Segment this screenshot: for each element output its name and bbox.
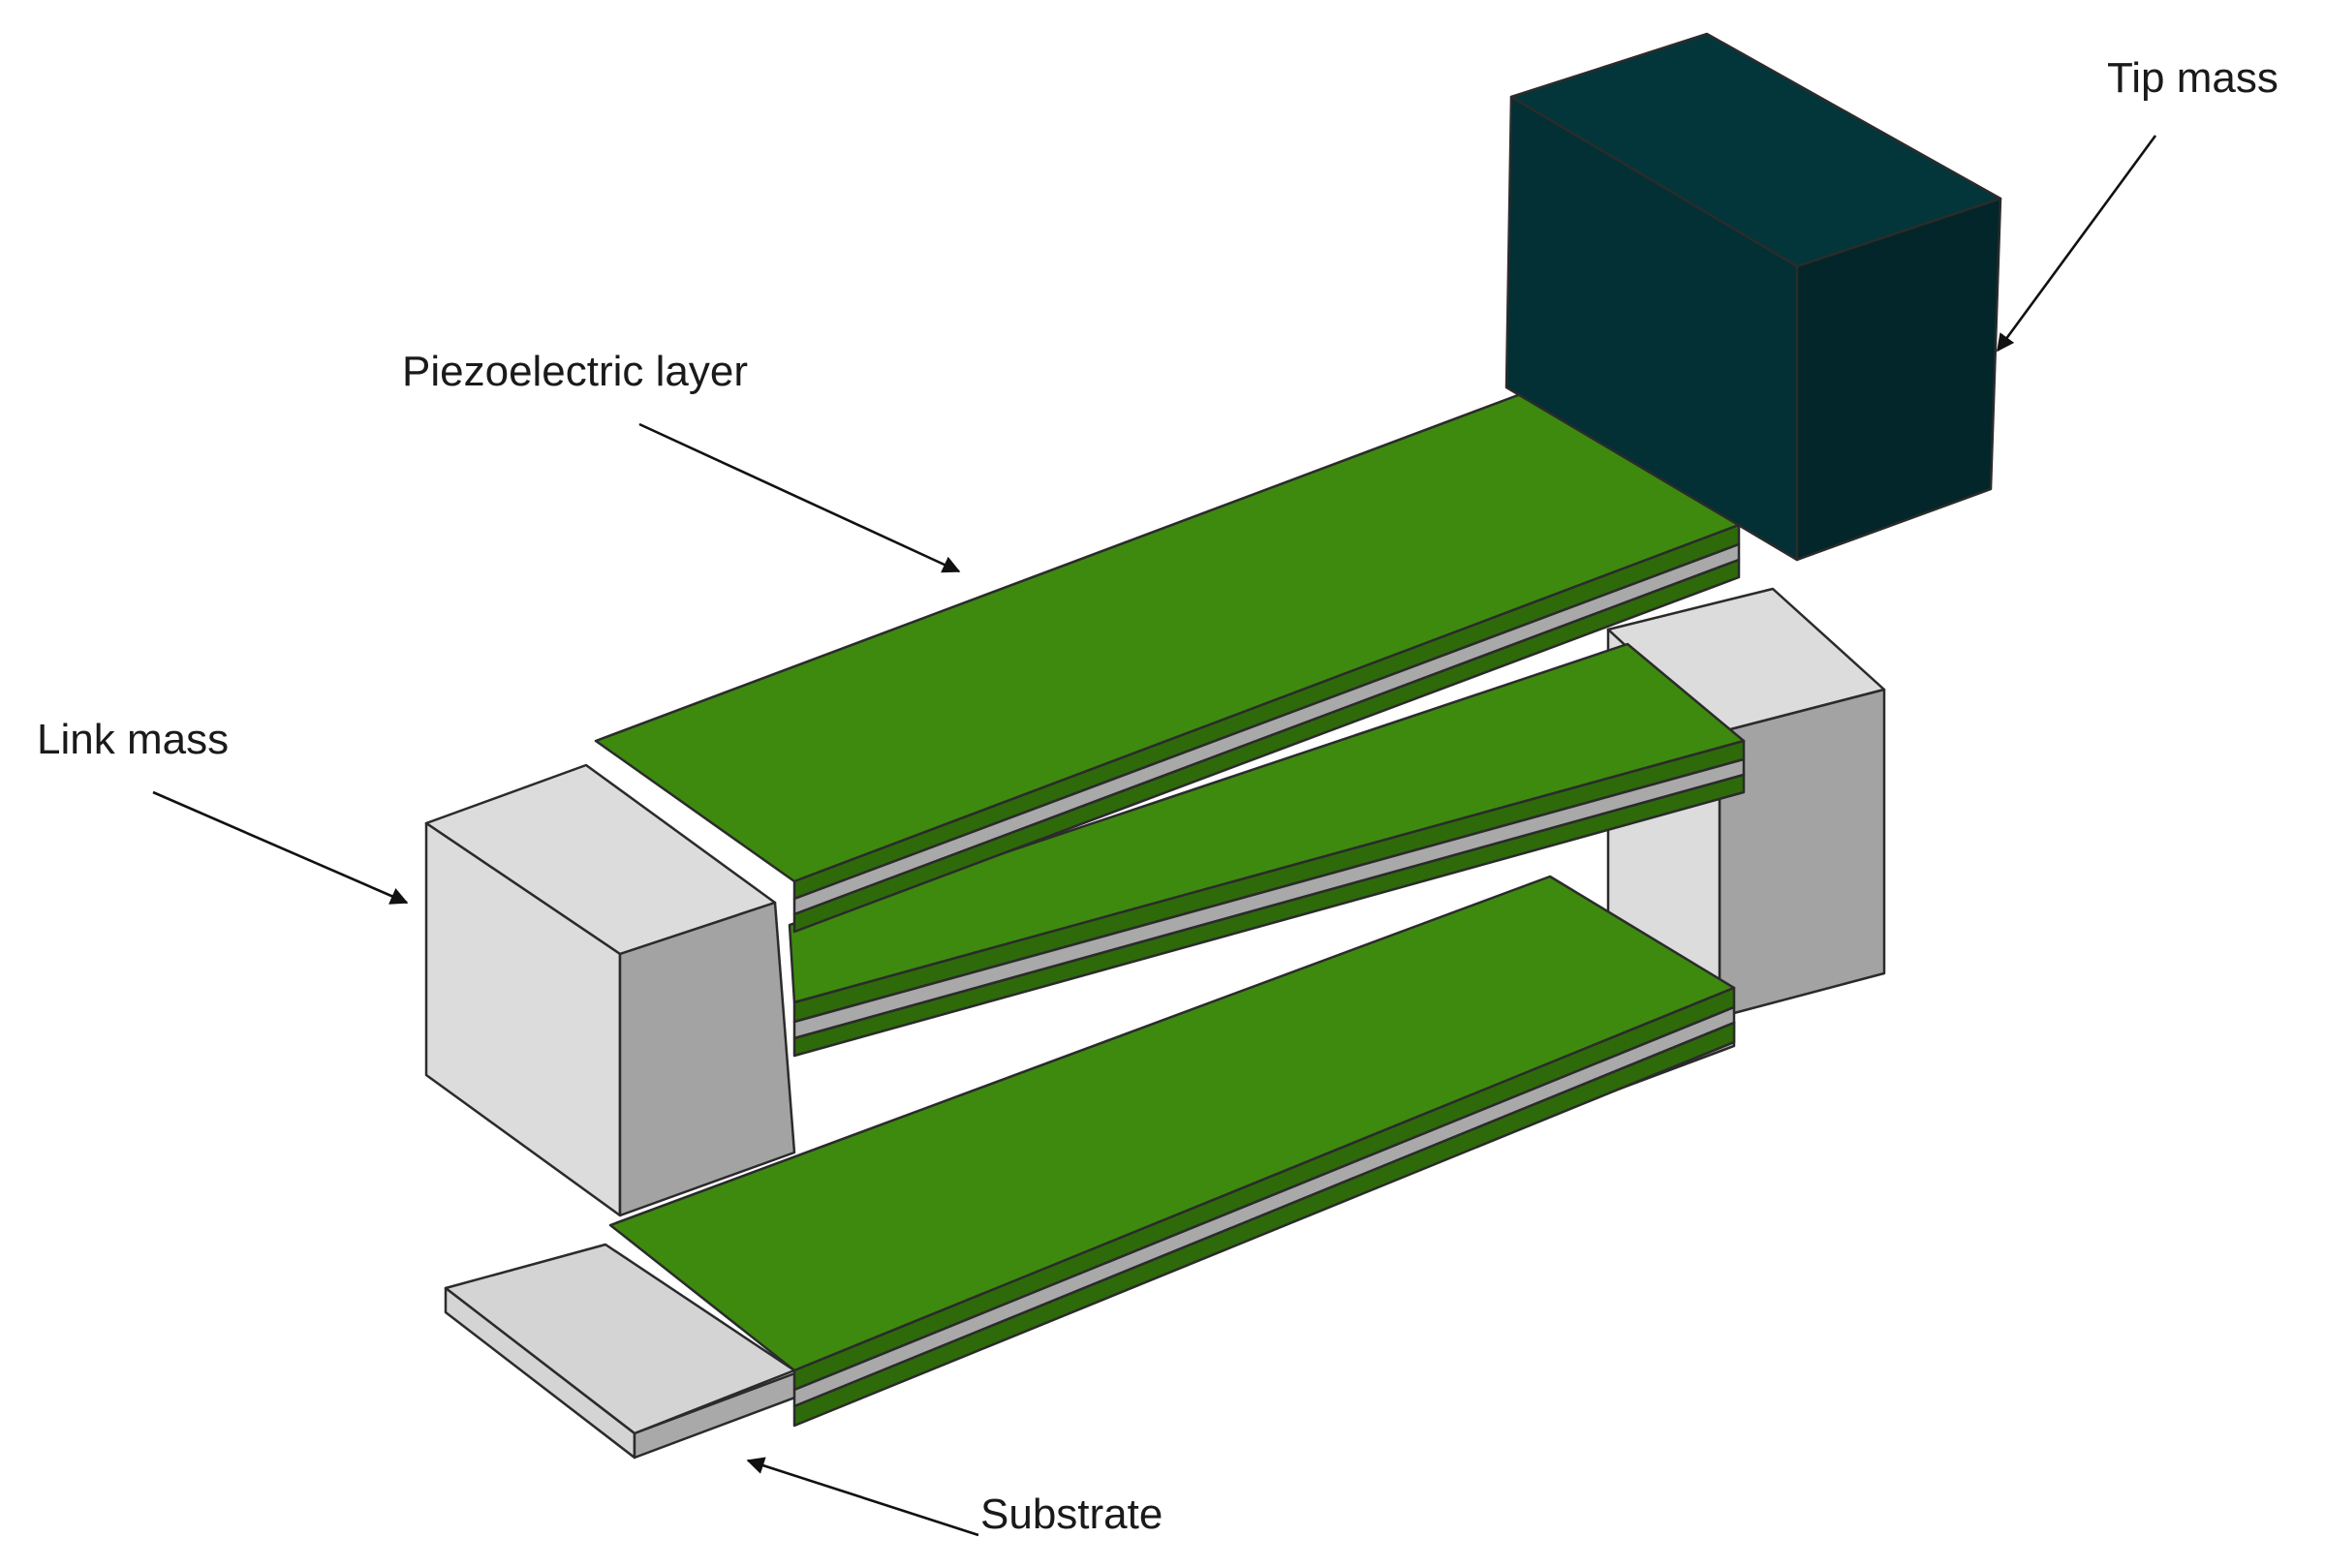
middle-beam xyxy=(788,642,1746,1058)
label-piezoelectric-layer: Piezoelectric layer xyxy=(402,348,748,395)
arrow-piezoelectric-layer xyxy=(638,422,961,573)
link-mass-left-side xyxy=(618,901,796,1217)
arrow-substrate xyxy=(746,1457,979,1537)
top-piezo-bottom-side xyxy=(792,558,1741,934)
label-substrate: Substrate xyxy=(980,1491,1162,1538)
arrow-tip-mass xyxy=(1996,135,2157,353)
bottom-beam xyxy=(444,875,1736,1460)
link-mass-right-front xyxy=(1718,688,1886,1019)
top-beam xyxy=(594,390,1741,934)
middle-piezo-bottom-side xyxy=(792,773,1746,1058)
link-mass-left xyxy=(424,763,796,1217)
arrow-link-mass xyxy=(152,790,409,905)
tip-mass xyxy=(1504,32,2002,562)
bottom-piezo-bottom-side xyxy=(792,1021,1736,1428)
label-link-mass: Link mass xyxy=(37,716,229,763)
tip-mass-side xyxy=(1795,197,2002,562)
label-tip-mass: Tip mass xyxy=(2107,54,2278,102)
